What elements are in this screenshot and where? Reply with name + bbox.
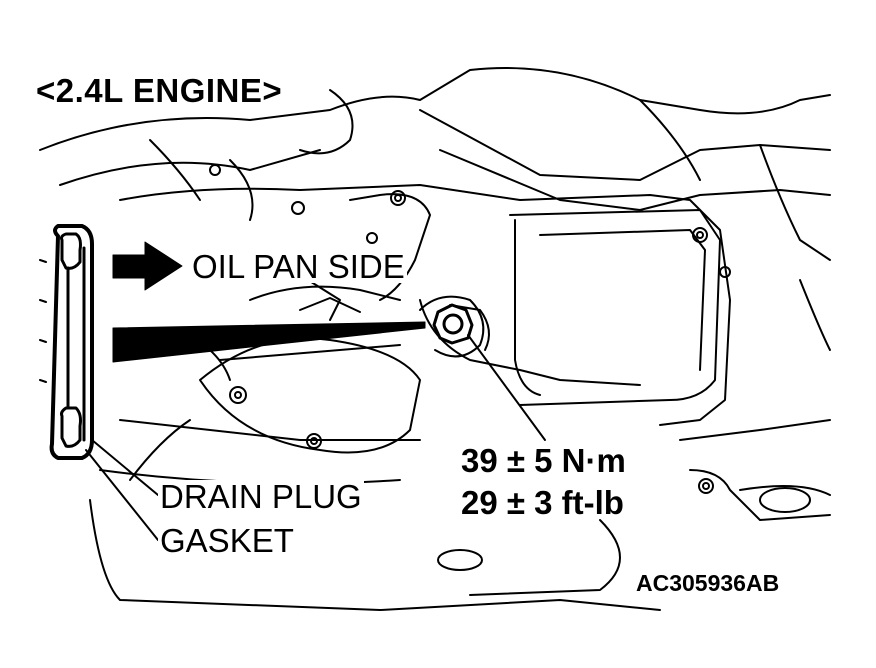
- oil-pan-side-arrow: [112, 241, 183, 291]
- leader-lines: [85, 334, 546, 541]
- gasket-label: GASKET: [158, 522, 296, 559]
- crossmember: [129, 274, 421, 481]
- drain-plug-label: DRAIN PLUG: [158, 478, 364, 515]
- figure-code: AC305936AB: [636, 570, 780, 596]
- oil-pan-side-label: OIL PAN SIDE: [190, 248, 407, 285]
- diagram-title: <2.4L ENGINE>: [36, 72, 283, 109]
- engine-block-outline: [39, 67, 831, 351]
- torque-metric: 39 ± 5 N·m: [458, 444, 629, 477]
- bolts: [209, 164, 811, 571]
- pointer-wedge: [112, 321, 426, 363]
- drain-plug: [419, 295, 485, 358]
- oil-pan: [89, 184, 831, 611]
- gasket-detail: [39, 224, 94, 460]
- torque-imperial: 29 ± 3 ft-lb: [458, 486, 627, 519]
